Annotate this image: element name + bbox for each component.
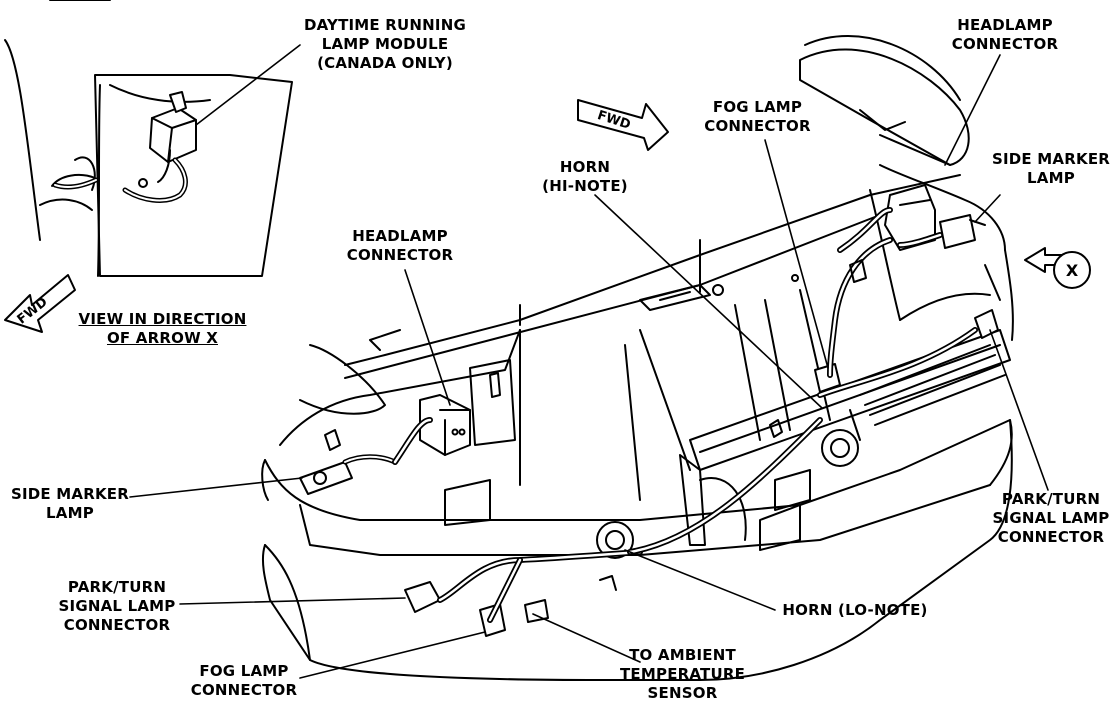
label-line: HEADLAMP (352, 227, 448, 245)
label-headlamp-connector-right: HEADLAMP CONNECTOR (945, 16, 1065, 54)
direction-arrows (4, 99, 1091, 333)
label-side-marker-lamp-left: SIDE MARKER LAMP (10, 485, 130, 523)
label-line: DAYTIME RUNNING (304, 16, 466, 34)
components (299, 184, 999, 637)
label-line: SIDE MARKER (10, 485, 129, 503)
label-line: CONNECTOR (63, 616, 171, 634)
label-line: LAMP (1027, 169, 1075, 187)
label-line: OF ARROW X (106, 329, 218, 347)
leader-lines (129, 44, 1049, 679)
label-park-turn-right: PARK/TURN SIGNAL LAMP CONNECTOR (990, 490, 1112, 547)
label-line: (CANADA ONLY) (317, 54, 453, 72)
label-line: VIEW IN DIRECTION (78, 310, 247, 328)
label-line: PARK/TURN (1001, 490, 1101, 508)
label-line: CONNECTOR (951, 35, 1059, 53)
label-line: SENSOR (647, 684, 718, 702)
label-line: TO AMBIENT (629, 646, 736, 664)
view-x-circle (1053, 251, 1091, 289)
label-line: CONNECTOR (346, 246, 454, 264)
label-fog-lamp-connector-bottom: FOG LAMP CONNECTOR (185, 662, 303, 700)
label-view-direction: VIEW IN DIRECTION OF ARROW X (75, 310, 250, 348)
label-line: HORN (559, 158, 611, 176)
label-line: TEMPERATURE (620, 665, 746, 683)
label-line: LAMP MODULE (321, 35, 449, 53)
label-line: HEADLAMP (957, 16, 1053, 34)
label-line: SIDE MARKER (992, 150, 1111, 168)
label-line: CONNECTOR (997, 528, 1105, 546)
label-line: FOG LAMP (199, 662, 289, 680)
label-line: PARK/TURN (67, 578, 167, 596)
vehicle-body (261, 35, 1014, 681)
label-line: HORN (LO-NOTE) (782, 601, 928, 619)
label-drl-module: DAYTIME RUNNING LAMP MODULE (CANADA ONLY… (300, 16, 470, 73)
label-line: CONNECTOR (704, 117, 811, 135)
label-side-marker-lamp-right: SIDE MARKER LAMP (992, 150, 1110, 188)
label-headlamp-connector-left: HEADLAMP CONNECTOR (340, 227, 460, 265)
label-park-turn-left: PARK/TURN SIGNAL LAMP CONNECTOR (52, 578, 182, 635)
label-line: FOG LAMP (712, 98, 803, 116)
label-line: (HI-NOTE) (542, 177, 628, 195)
fwd-arrow-main (577, 99, 669, 151)
label-horn-hi-note: HORN (HI-NOTE) (540, 158, 630, 196)
label-line: SIGNAL LAMP (992, 509, 1110, 527)
label-line: SIGNAL LAMP (58, 597, 176, 615)
label-ambient-sensor: TO AMBIENT TEMPERATURE SENSOR (620, 646, 745, 703)
label-line: CONNECTOR (190, 681, 298, 699)
fwd-arrow-inset (4, 274, 76, 333)
view-x-text: X (1066, 261, 1079, 280)
inset-view (4, 0, 293, 277)
label-line: LAMP (46, 504, 94, 522)
label-fog-lamp-connector-top: FOG LAMP CONNECTOR (700, 98, 815, 136)
label-horn-lo-note: HORN (LO-NOTE) (780, 601, 930, 620)
